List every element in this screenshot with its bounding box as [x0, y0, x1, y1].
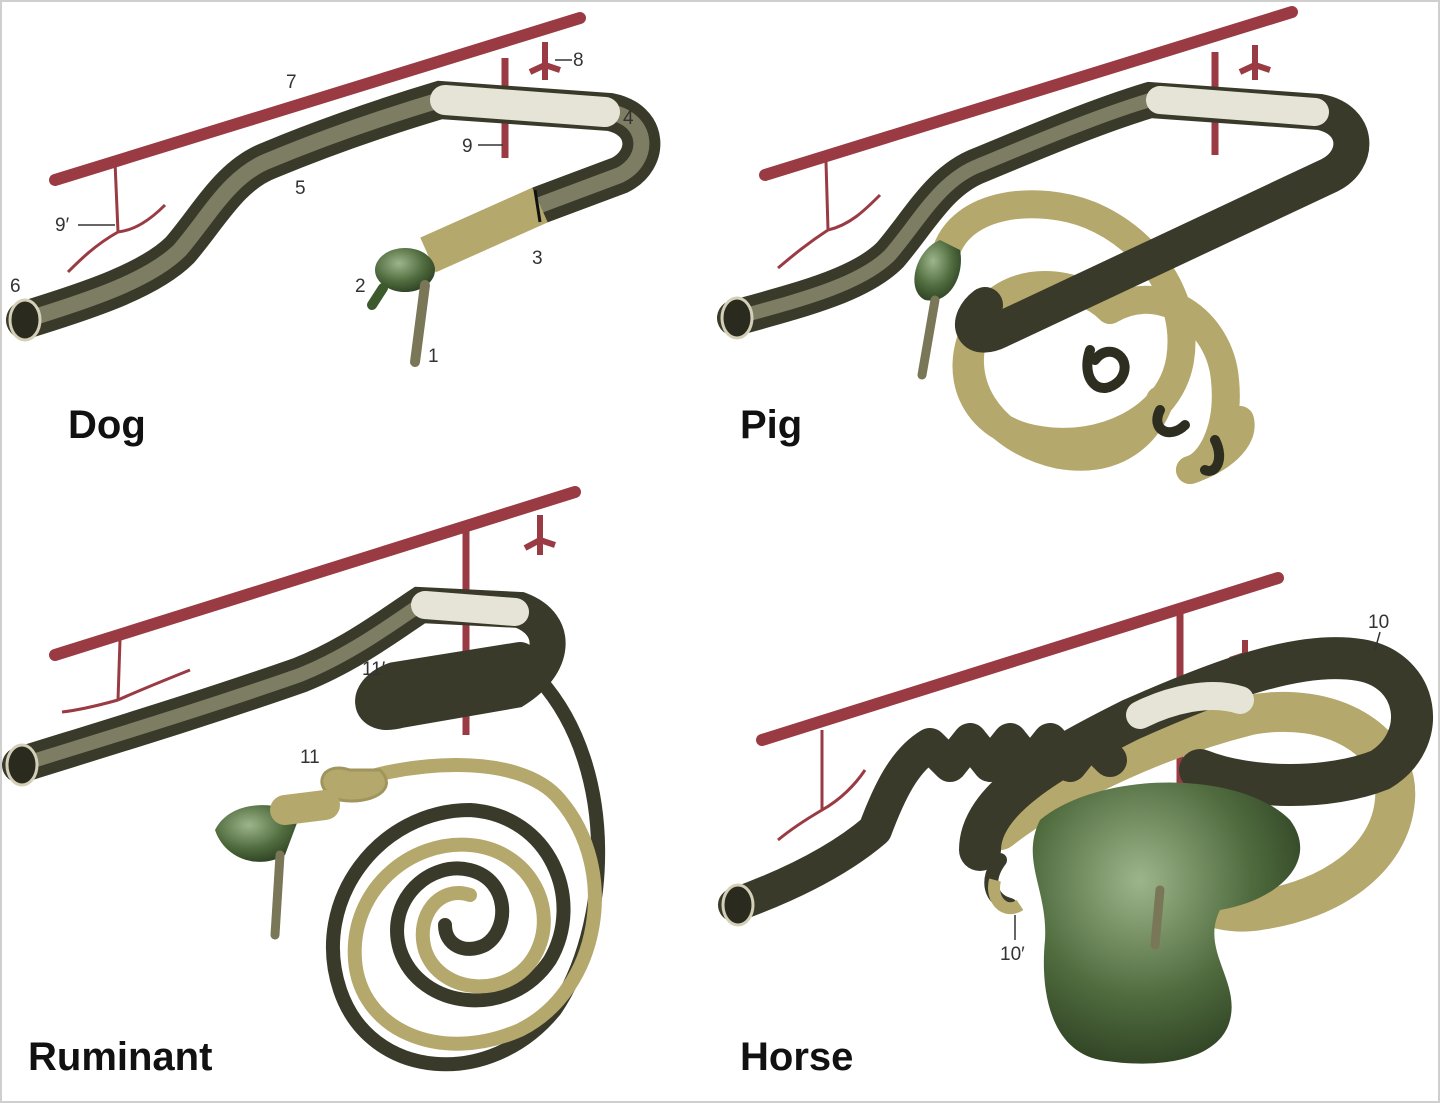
- label-4: 4: [623, 108, 634, 129]
- dog-labels: 1 2 3 4 5 6 7 8 9 9′: [10, 50, 634, 367]
- label-2: 2: [355, 276, 366, 297]
- label-10: 10: [1368, 612, 1389, 633]
- label-8: 8: [573, 50, 584, 71]
- label-9: 9: [462, 136, 473, 157]
- panel-title-horse: Horse: [740, 1035, 853, 1079]
- pig-panel: Pig: [717, 6, 1370, 484]
- dog-panel: 1 2 3 4 5 6 7 8 9 9′ Dog: [6, 12, 661, 447]
- panel-title-pig: Pig: [740, 403, 802, 447]
- artery: [759, 6, 1298, 270]
- label-10-prime: 10′: [1000, 944, 1025, 965]
- label-11: 11: [300, 747, 320, 768]
- spiral-colon: [323, 673, 606, 1072]
- cecum: [1032, 782, 1301, 1064]
- artery: [49, 12, 586, 274]
- cecum: [375, 248, 435, 292]
- ruminant-panel: 11′ 11 Ruminant: [2, 486, 606, 1079]
- horse-panel: 10 10′ Horse: [718, 572, 1433, 1079]
- panel-title-dog: Dog: [68, 403, 146, 447]
- ileum: [410, 280, 430, 367]
- panel-title-ruminant: Ruminant: [28, 1035, 212, 1079]
- label-3: 3: [532, 248, 543, 269]
- label-5: 5: [295, 178, 306, 199]
- rectum-opening: [8, 298, 42, 342]
- label-7: 7: [286, 72, 297, 93]
- small-intestine: [420, 187, 548, 273]
- label-9-prime: 9′: [55, 215, 70, 236]
- label-1: 1: [428, 346, 439, 367]
- cecum: [914, 240, 961, 301]
- label-6: 6: [10, 276, 21, 297]
- label-11-prime: 11′: [362, 659, 386, 680]
